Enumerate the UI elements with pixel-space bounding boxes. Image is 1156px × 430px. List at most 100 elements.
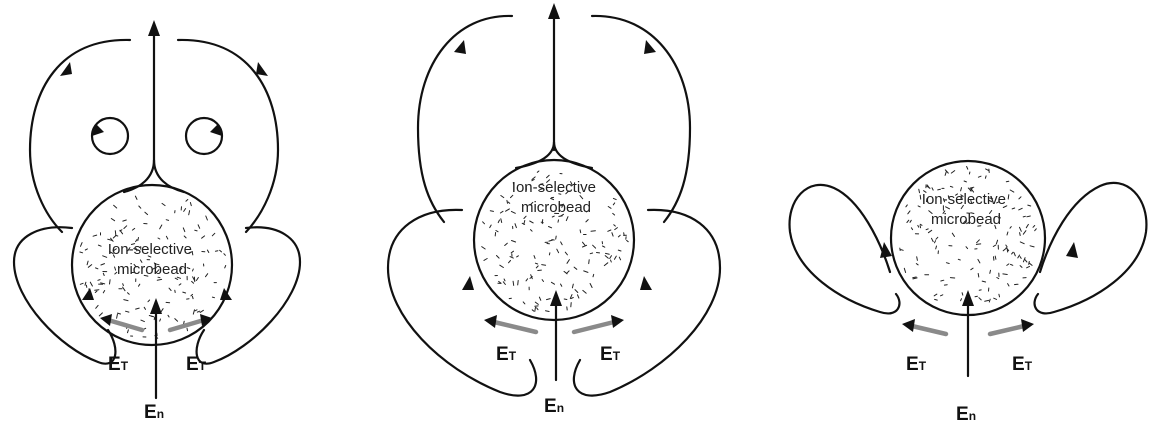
speckle-mark	[976, 244, 980, 245]
speckle-mark	[906, 205, 907, 207]
speckle-mark	[99, 313, 102, 316]
speckle-mark	[586, 220, 588, 222]
speckle-mark	[169, 288, 171, 290]
speckle-mark	[542, 265, 546, 266]
speckle-mark	[584, 271, 588, 273]
speckle-mark	[212, 297, 214, 298]
speckle-mark	[932, 188, 933, 190]
speckle-mark	[627, 240, 629, 241]
speckle-mark	[994, 298, 997, 299]
speckle-mark	[977, 240, 980, 243]
speckle-mark	[1026, 224, 1028, 227]
speckle-mark	[225, 266, 226, 268]
arrowhead	[550, 290, 562, 306]
speckle-mark	[574, 267, 577, 269]
tangential-field-arrow-left	[108, 320, 142, 330]
speckle-mark	[603, 246, 605, 247]
speckle-mark	[116, 235, 118, 236]
speckle-mark	[589, 260, 590, 264]
speckle-mark	[1027, 266, 1030, 267]
speckle-mark	[513, 281, 514, 285]
speckle-mark	[950, 186, 952, 187]
speckle-mark	[908, 211, 910, 214]
speckle-mark	[552, 216, 554, 217]
speckle-mark	[141, 320, 145, 322]
speckle-mark	[938, 189, 941, 190]
speckle-mark	[189, 211, 190, 215]
speckle-mark	[196, 278, 198, 281]
speckle-mark	[605, 256, 608, 259]
speckle-mark	[124, 226, 127, 229]
speckle-mark	[549, 227, 552, 228]
speckle-mark	[202, 236, 205, 238]
speckle-mark	[615, 228, 618, 230]
speckle-mark	[978, 274, 979, 278]
bead-label: Ion-selective microbead	[922, 191, 1010, 228]
arrowhead	[484, 315, 497, 328]
speckle-mark	[160, 319, 161, 321]
speckle-mark	[608, 230, 611, 231]
speckle-mark	[482, 247, 486, 249]
speckle-mark	[967, 167, 968, 170]
speckle-mark	[500, 265, 504, 267]
speckle-mark	[103, 273, 104, 275]
speckle-mark	[564, 299, 567, 300]
speckle-mark	[1014, 253, 1015, 256]
speckle-mark	[962, 293, 963, 295]
bead-label: Ion-selective microbead	[512, 179, 600, 216]
speckle-mark	[978, 259, 980, 263]
speckle-mark	[946, 263, 949, 264]
speckle-mark	[195, 310, 197, 311]
arrowhead	[644, 40, 656, 54]
speckle-mark	[126, 311, 129, 312]
speckle-mark	[913, 277, 917, 278]
speckle-mark	[549, 253, 550, 255]
bead-speckle	[900, 167, 1037, 306]
speckle-mark	[561, 284, 562, 286]
speckle-mark	[190, 203, 191, 206]
speckle-mark	[613, 198, 616, 199]
speckle-mark	[98, 245, 101, 246]
arrowhead	[100, 314, 112, 326]
arrowhead	[1066, 242, 1078, 258]
speckle-mark	[530, 221, 534, 223]
speckle-mark	[168, 315, 169, 317]
speckle-mark	[507, 200, 508, 203]
speckle-mark	[1008, 284, 1009, 286]
speckle-mark	[162, 203, 165, 205]
lower-vortex-right	[1035, 183, 1147, 314]
speckle-mark	[1019, 208, 1023, 210]
speckle-mark	[993, 245, 995, 246]
speckle-mark	[920, 224, 922, 225]
speckle-mark	[593, 245, 596, 248]
speckle-mark	[1012, 208, 1015, 209]
speckle-mark	[537, 171, 539, 172]
speckle-mark	[503, 282, 505, 285]
speckle-mark	[1023, 216, 1025, 217]
speckle-mark	[103, 291, 104, 293]
arrowhead	[1021, 319, 1034, 332]
speckle-mark	[1020, 227, 1022, 231]
speckle-mark	[1023, 231, 1026, 235]
bead-label: Ion-selective microbead	[108, 241, 196, 278]
speckle-mark	[186, 200, 188, 202]
speckle-mark	[535, 307, 536, 311]
speckle-mark	[945, 172, 946, 176]
speckle-mark	[549, 240, 553, 241]
speckle-mark	[572, 284, 573, 288]
speckle-mark	[1020, 266, 1022, 268]
speckle-mark	[145, 212, 148, 214]
speckle-mark	[613, 203, 614, 205]
speckle-mark	[1027, 216, 1031, 217]
et-label-right: ET	[1012, 354, 1033, 375]
speckle-mark	[88, 265, 91, 268]
speckle-mark	[995, 256, 996, 259]
speckle-mark	[532, 310, 534, 311]
speckle-mark	[93, 235, 97, 236]
speckle-mark	[969, 172, 970, 174]
speckle-mark	[958, 259, 960, 260]
speckle-mark	[935, 241, 936, 243]
speckle-mark	[989, 299, 990, 302]
speckle-mark	[515, 224, 516, 228]
speckle-mark	[115, 267, 116, 270]
